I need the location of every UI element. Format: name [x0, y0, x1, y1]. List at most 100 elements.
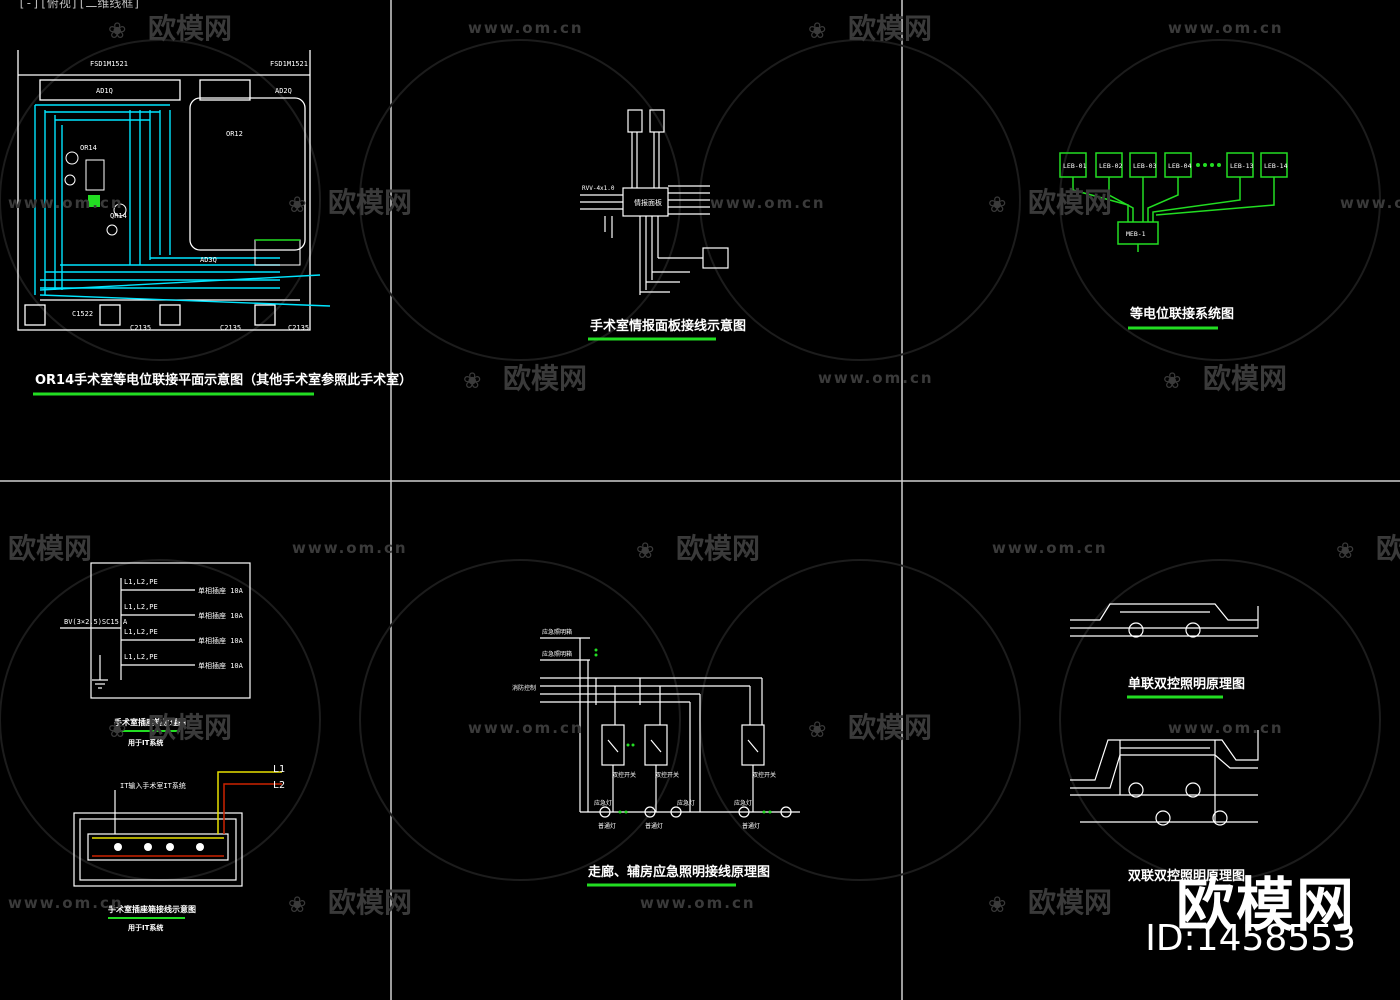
watermark-text: 欧模网 — [848, 12, 932, 45]
p4-phase-label: L1,L2,PE — [124, 653, 158, 661]
watermark-url: www.om.cn — [640, 894, 756, 912]
p5-label: 双控开关 — [752, 771, 776, 779]
watermark-url: www.om.cn — [8, 194, 124, 212]
sofa-logo-icon: ❀ — [1336, 539, 1354, 564]
watermark-text: 欧模网 — [848, 711, 932, 744]
p1-label: C2135 — [130, 324, 151, 332]
p4-caption-1-sub: 用于IT系统 — [128, 738, 163, 747]
watermark-url: www.om.cn — [8, 894, 124, 912]
sofa-logo-icon: ❀ — [288, 193, 306, 218]
watermark-url: www.om.cn — [292, 539, 408, 557]
p4-caption-1: 手术室插座箱原理图 — [114, 717, 186, 727]
p5-title: 走廊、辅房应急照明接线原理图 — [588, 864, 770, 880]
watermark-text: 欧模网 — [1028, 886, 1112, 919]
p4-caption-2-sub: 用于IT系统 — [128, 923, 163, 932]
watermark-url: www.om.cn — [468, 719, 584, 737]
watermark-text: 欧模网 — [8, 532, 92, 565]
watermark-url: www.om.cn — [468, 19, 584, 37]
p1-label: FSD1M1521 — [90, 60, 128, 68]
p5-label: 应急灯 — [734, 799, 752, 807]
panel-socket-box[interactable]: BV(3×2.5)SC15 A L1,L2,PE L1,L2,PE L1,L2,… — [60, 562, 285, 932]
watermark-text: 欧模网 — [1376, 532, 1400, 565]
p6-title-1: 单联双控照明原理图 — [1128, 676, 1245, 692]
p3-box-label: LEB-04 — [1168, 162, 1192, 170]
p4-row-desc: 单相插座 10A — [198, 636, 244, 645]
sofa-logo-icon: ❀ — [1163, 369, 1181, 394]
watermark-url: www.om.cn — [818, 369, 934, 387]
sofa-logo-icon: ❀ — [636, 539, 654, 564]
sofa-logo-icon: ❀ — [808, 718, 826, 743]
p1-label: C1522 — [72, 310, 93, 318]
p2-center-label: 情报面板 — [634, 198, 662, 207]
p1-label: C2135 — [288, 324, 309, 332]
p1-label: OR12 — [226, 130, 243, 138]
p4-caption-2: 手术室插座箱接线示意图 — [108, 904, 196, 914]
p4-phase-label: L1,L2,PE — [124, 578, 158, 586]
sofa-logo-icon: ❀ — [988, 893, 1006, 918]
sofa-logo-icon: ❀ — [808, 19, 826, 44]
p1-label: OR14 — [80, 144, 97, 152]
p4-phase-label: L1,L2,PE — [124, 603, 158, 611]
p5-label: 应急照明箱 — [542, 628, 572, 636]
panel-equipotential-system[interactable]: LEB-01 LEB-02 LEB-03 LEB-04 LEB-13 LEB-1… — [1059, 152, 1288, 330]
p5-label: 普通灯 — [645, 822, 663, 830]
panel-intel-wiring[interactable]: 情报面板 RVV-4x1.0 手术室情报面板接线示意图 — [580, 109, 746, 341]
p5-label: 普通灯 — [598, 822, 616, 830]
p4-line-label: L2 — [273, 780, 285, 791]
p4-feeder-label: BV(3×2.5)SC15 A — [64, 618, 128, 626]
p5-label: 双控开关 — [655, 771, 679, 779]
p2-left-label: RVV-4x1.0 — [582, 185, 615, 192]
panel-or14-plan[interactable]: FSD1M1521 FSD1M1521 AD1Q AD2Q OR14 OR12 … — [17, 50, 412, 396]
watermark-text: 欧模网 — [503, 362, 587, 395]
watermark-text: 欧模网 — [676, 532, 760, 565]
p1-label: AD1Q — [96, 87, 113, 95]
viewport-label[interactable]: [-][俯视][二维线框] — [18, 0, 141, 10]
watermark-text: 欧模网 — [148, 711, 232, 744]
p3-main-box-label: MEB-1 — [1126, 230, 1146, 238]
watermarks: ❀ 欧模网 ❀ 欧模网 ❀ 欧模网 ❀ 欧模网 ❀ 欧模网 ❀ 欧模网 ❀ 欧模网 ❀ 欧模网 ❀ 欧模网 ❀ 欧模网… — [8, 12, 1400, 919]
watermark-url: www.om.cn — [710, 194, 826, 212]
p6-title-2: 双联双控照明原理图 — [1128, 868, 1245, 884]
p1-label: QR14 — [110, 212, 127, 220]
watermark-url: www.om.cn — [1168, 719, 1284, 737]
p1-label: FSD1M1521 — [270, 60, 308, 68]
p3-box-label: LEB-03 — [1133, 162, 1157, 170]
p4-phase-label: L1,L2,PE — [124, 628, 158, 636]
watermark-text: 欧模网 — [328, 186, 412, 219]
p3-box-label: LEB-13 — [1230, 162, 1254, 170]
p5-label: 普通灯 — [742, 822, 760, 830]
brand-id: ID:1458553 — [1145, 918, 1356, 959]
p2-title: 手术室情报面板接线示意图 — [590, 318, 746, 334]
p4-row-desc: 单相插座 10A — [198, 586, 244, 595]
watermark-text: 欧模网 — [148, 12, 232, 45]
p1-title: OR14手术室等电位联接平面示意图（其他手术室参照此手术室） — [35, 372, 412, 388]
p1-label: AD2Q — [275, 87, 292, 95]
p5-label: 应急灯 — [677, 799, 695, 807]
p4-row-desc: 单相插座 10A — [198, 611, 244, 620]
watermark-text: 欧模网 — [1203, 362, 1287, 395]
sofa-logo-icon: ❀ — [288, 893, 306, 918]
watermark-circles — [0, 39, 1381, 881]
watermark-url: www.om.cn — [992, 539, 1108, 557]
watermark-url: www.om.cn — [1340, 194, 1400, 212]
p5-label: 应急灯 — [594, 799, 612, 807]
p1-label: AD3Q — [200, 256, 217, 264]
sofa-logo-icon: ❀ — [108, 19, 126, 44]
p5-label: 双控开关 — [612, 771, 636, 779]
p3-box-label: LEB-14 — [1264, 162, 1288, 170]
panel-two-way-switching[interactable]: 单联双控照明原理图 双联双控照明原理图 — [1070, 603, 1259, 884]
panel-emergency-lighting[interactable]: 应急照明箱 应急照明箱 消防控制 双控开关 双控开关 双控开关 应急灯 应急灯 … — [512, 628, 800, 887]
p3-box-label: LEB-01 — [1063, 162, 1087, 170]
sofa-logo-icon: ❀ — [108, 718, 126, 743]
sofa-logo-icon: ❀ — [463, 369, 481, 394]
p5-label: 消防控制 — [512, 684, 536, 692]
p4-line-label: L1 — [273, 764, 285, 775]
watermark-text: 欧模网 — [1028, 186, 1112, 219]
p3-box-label: LEB-02 — [1099, 162, 1123, 170]
p3-title: 等电位联接系统图 — [1129, 306, 1234, 322]
equipotential-box-icon — [88, 195, 100, 207]
p4-row-desc: 单相插座 10A — [198, 661, 244, 670]
